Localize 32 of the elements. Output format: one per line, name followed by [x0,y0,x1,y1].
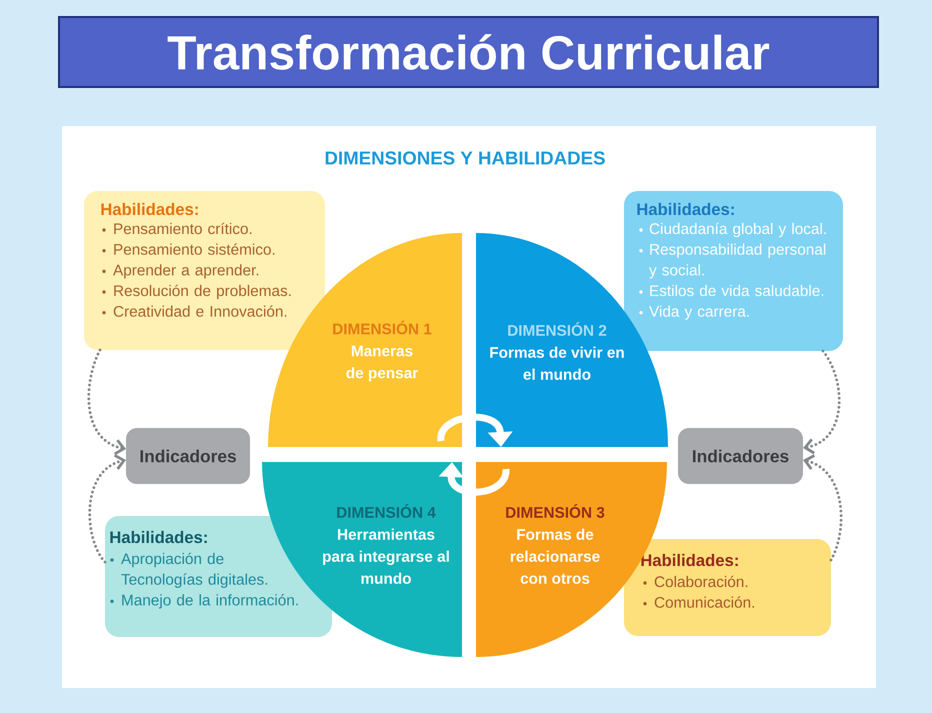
box-heading: Habilidades: [101,202,198,216]
box-heading: Habilidades: [641,554,738,566]
list-item: Resolución de problemas. [114,284,291,300]
dotted-arrow [803,454,842,562]
list-item: Apropiación de Tecnologías digitales. [121,552,268,588]
dotted-arrow [803,350,841,454]
box-heading: Habilidades: [637,202,734,216]
list-item: Responsabilidad personal y social. [649,244,826,278]
title-banner: Transformación Curricular [58,16,879,88]
skills-box [84,191,325,350]
dimension-label: DIMENSIÓN 2 Formas de vivir en el mundo [490,322,624,380]
indicator-box: Indicadores [126,428,250,484]
list-item: Aprender a aprender. [113,264,258,278]
list-item: Estilos de vida saludable. [650,284,824,296]
list-item: Vida y carrera. [649,306,749,320]
list-item: Pensamiento crítico. [114,222,252,234]
heading: DIMENSIONES Y HABILIDADES [326,151,605,165]
list-item: Ciudadanía global y local. [650,222,826,238]
list-item: Comunicación. [654,596,754,608]
skills-box [624,191,843,351]
dimension-label: DIMENSIÓN 1 Maneras de pensar [333,320,432,382]
dotted-arrow [88,454,126,564]
dimension-label: DIMENSIÓN 4 Herramientas para integrarse al mundo [323,504,449,584]
skills-box [624,539,831,636]
box-heading: Habilidades: [110,530,207,544]
list-item: Pensamiento sistémico. [114,243,274,255]
dotted-arrow [87,348,126,456]
list-item: Manejo de la información. [122,594,298,608]
indicator-box: Indicadores [678,428,803,484]
dimension-label: DIMENSIÓN 3 Formas de relacionarse con otros [506,504,604,584]
list-item: Creatividad e Innovación. [114,305,286,317]
list-item: Colaboración. [654,576,748,588]
